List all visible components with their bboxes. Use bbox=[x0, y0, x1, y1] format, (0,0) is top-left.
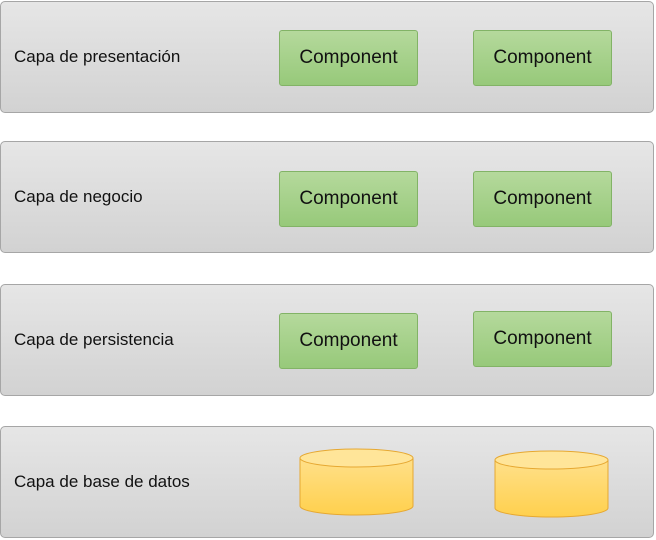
component-box: Component bbox=[473, 30, 612, 86]
component-box: Component bbox=[473, 311, 612, 367]
component-box: Component bbox=[279, 313, 418, 369]
presentation-layer: Capa de presentación Component Component bbox=[0, 1, 654, 113]
business-layer: Capa de negocio Component Component bbox=[0, 141, 654, 253]
database-cylinder-icon bbox=[494, 450, 609, 518]
database-cylinder-icon bbox=[299, 448, 414, 516]
component-box: Component bbox=[279, 171, 418, 227]
layer-label: Capa de persistencia bbox=[14, 330, 174, 349]
database-layer: Capa de base de datos bbox=[0, 426, 654, 538]
layer-label: Capa de presentación bbox=[14, 47, 181, 66]
component-box: Component bbox=[473, 171, 612, 227]
layer-label: Capa de base de datos bbox=[14, 472, 190, 491]
persistence-layer: Capa de persistencia Component Component bbox=[0, 284, 654, 396]
layer-label: Capa de negocio bbox=[14, 187, 143, 206]
component-box: Component bbox=[279, 30, 418, 86]
